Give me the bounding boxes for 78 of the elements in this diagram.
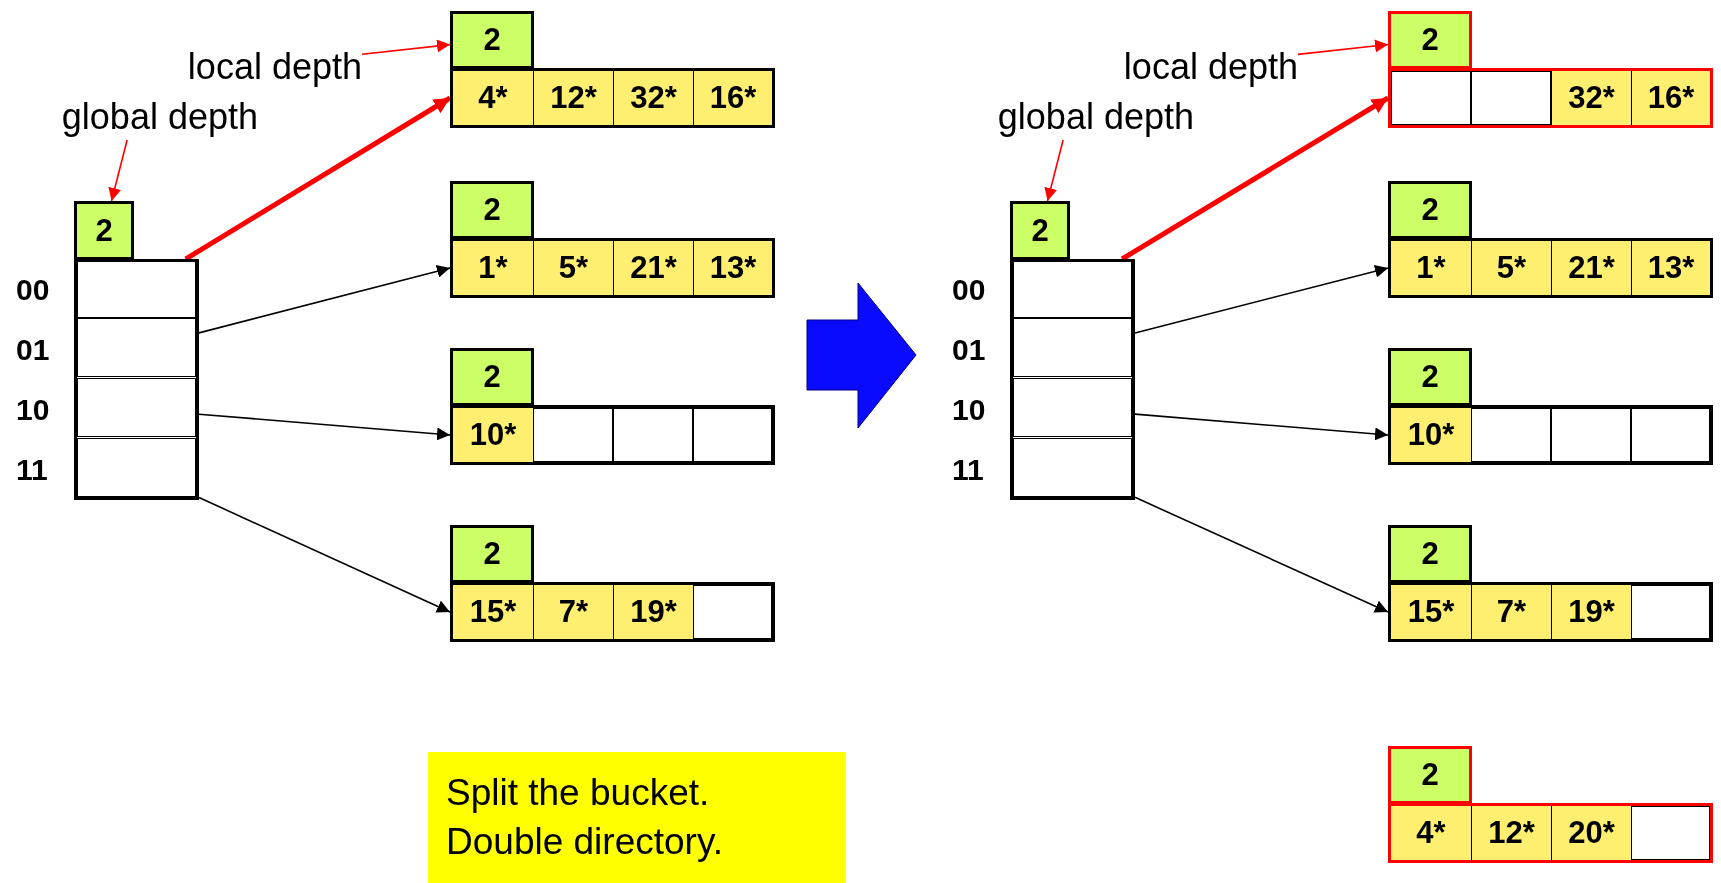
local-depth-box: 2 [450, 525, 534, 583]
slot-label: 10 [16, 393, 50, 427]
bucket-entry: 7* [533, 585, 613, 639]
bucket-entry: 1* [453, 241, 533, 295]
depth-label: global depth [8, 94, 258, 140]
bucket-row [450, 405, 775, 465]
local-depth-box: 2 [1388, 11, 1472, 69]
local-depth-box: 2 [1388, 181, 1472, 239]
bucket-row [450, 238, 775, 298]
slot-label: 00 [16, 273, 50, 307]
bucket-entry: 13* [1631, 241, 1710, 295]
bucket-entry: 16* [1631, 71, 1710, 125]
bucket-row [450, 68, 775, 128]
bucket-row [1388, 68, 1713, 128]
bucket-entry: 10* [1391, 408, 1471, 462]
directory-slot [1013, 438, 1132, 497]
global-depth-box: 2 [74, 201, 134, 260]
directory-box [1010, 259, 1135, 500]
pointer-arrow [198, 496, 451, 613]
bucket-row [1388, 803, 1713, 863]
pointer-arrow [1134, 264, 1389, 334]
leader-arrow [108, 139, 128, 202]
bucket-entry: 12* [533, 71, 613, 125]
directory-slot [77, 378, 196, 437]
slot-label: 11 [16, 453, 48, 487]
slot-label: 00 [952, 273, 986, 307]
bucket-row [450, 582, 775, 642]
note-box: Split the bucket. Double directory. [428, 752, 846, 883]
directory-box [74, 259, 199, 500]
depth-label: local depth [130, 44, 362, 90]
local-depth-box: 2 [450, 181, 534, 239]
leader-arrow [1044, 139, 1064, 202]
bucket-entry: 7* [1471, 585, 1551, 639]
local-depth-box: 2 [1388, 746, 1472, 804]
leader-arrow [1297, 39, 1389, 56]
global-depth-box: 2 [1010, 201, 1070, 260]
depth-label: local depth [1066, 44, 1298, 90]
bucket-entry: 21* [1551, 241, 1631, 295]
directory-slot [77, 259, 196, 318]
bucket-entry: 16* [693, 71, 772, 125]
slot-label: 11 [952, 453, 984, 487]
pointer-arrow [198, 264, 451, 334]
pointer-arrow [1134, 413, 1389, 441]
bucket-row [1388, 238, 1713, 298]
bucket-entry: 19* [1551, 585, 1631, 639]
bucket-entry: 15* [453, 585, 533, 639]
bucket-entry: 1* [1391, 241, 1471, 295]
pointer-arrow [198, 413, 451, 441]
local-depth-box: 2 [1388, 348, 1472, 406]
slot-label: 01 [16, 333, 50, 367]
bucket-entry: 10* [453, 408, 533, 462]
local-depth-box: 2 [1388, 525, 1472, 583]
directory-slot [77, 438, 196, 497]
directory-slot [77, 318, 196, 377]
directory-slot [1013, 318, 1132, 377]
bucket-entry: 32* [1551, 71, 1631, 125]
depth-label: global depth [944, 94, 1194, 140]
bucket-entry: 4* [453, 71, 533, 125]
directory-slot [1013, 259, 1132, 318]
bucket-row [1388, 405, 1713, 465]
local-depth-box: 2 [450, 348, 534, 406]
bucket-entry: 5* [1471, 241, 1551, 295]
bucket-entry: 19* [613, 585, 693, 639]
bucket-entry: 4* [1391, 806, 1471, 860]
bucket-entry: 21* [613, 241, 693, 295]
slot-label: 01 [952, 333, 986, 367]
pointer-arrow [1134, 496, 1389, 613]
bucket-entry: 12* [1471, 806, 1551, 860]
bucket-entry: 15* [1391, 585, 1471, 639]
leader-arrow [361, 39, 451, 56]
bucket-entry: 32* [613, 71, 693, 125]
bucket-entry: 20* [1551, 806, 1631, 860]
local-depth-box: 2 [450, 11, 534, 69]
directory-slot [1013, 378, 1132, 437]
bucket-entry: 5* [533, 241, 613, 295]
bucket-entry: 13* [693, 241, 772, 295]
bucket-row [1388, 582, 1713, 642]
slot-label: 10 [952, 393, 986, 427]
